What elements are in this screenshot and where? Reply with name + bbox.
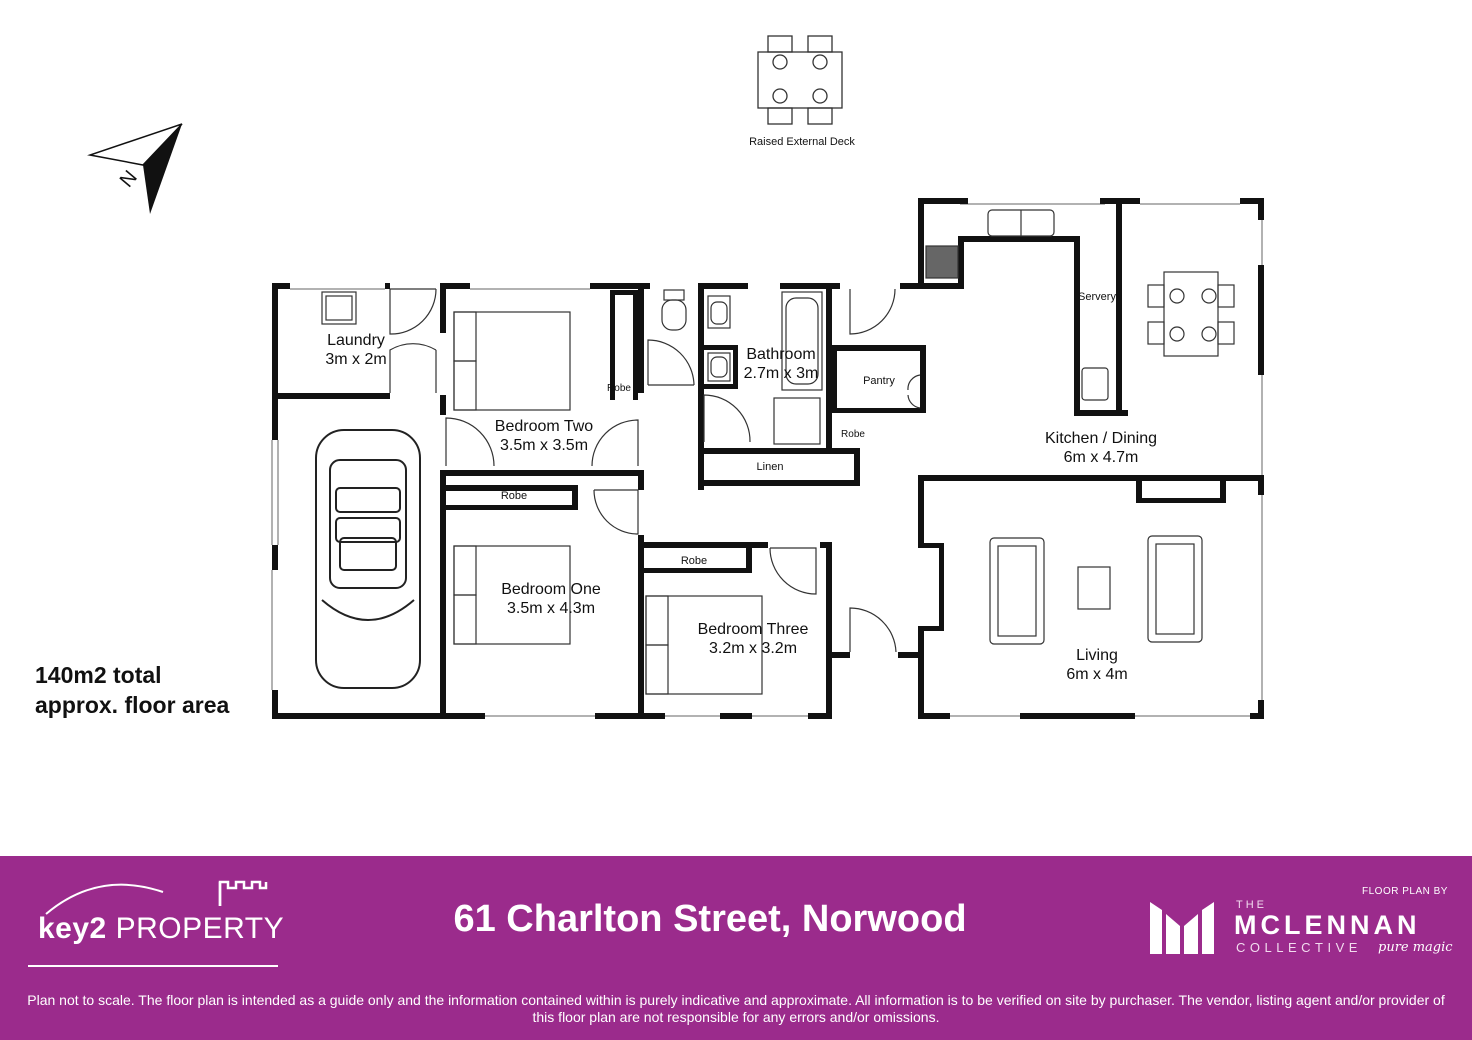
windows: [271, 203, 1263, 717]
robe-label-bedroom-two: Robe: [607, 383, 631, 394]
linen-label: Linen: [757, 461, 784, 473]
room-bedroom-two-name: Bedroom Two: [495, 418, 594, 435]
servery-label: Servery: [1078, 291, 1116, 303]
room-living-name: Living: [1076, 647, 1118, 664]
room-bedroom-one-size: 3.5m x 4.3m: [507, 600, 595, 617]
pantry-label: Pantry: [863, 375, 895, 387]
room-bedroom-one-name: Bedroom One: [501, 581, 601, 598]
key2-logo-icon: [45, 880, 268, 915]
robe-label-bedroom-one: Robe: [501, 490, 527, 502]
mclennan-collective: COLLECTIVE: [1236, 940, 1362, 955]
mclennan-name: MCLENNAN: [1234, 910, 1421, 940]
key2-logo-rule: [28, 965, 278, 967]
floor-area-line1: 140m2 total: [35, 662, 162, 688]
disclaimer-text: Plan not to scale. The floor plan is int…: [27, 992, 1445, 1025]
room-bedroom-three-size: 3.2m x 3.2m: [709, 640, 797, 657]
footer-band: [0, 856, 1472, 1040]
mclennan-tagline: pure magic: [1378, 940, 1453, 955]
north-arrow-icon: N: [87, 123, 183, 214]
doors: [389, 288, 921, 653]
property-address: 61 Charlton Street, Norwood: [453, 898, 967, 940]
room-kitchen-dining-name: Kitchen / Dining: [1045, 430, 1157, 447]
north-label: N: [116, 166, 142, 191]
floor-plan-by-label: FLOOR PLAN BY: [1362, 886, 1448, 897]
room-laundry-name: Laundry: [327, 332, 385, 349]
room-bathroom-name: Bathroom: [746, 346, 815, 363]
mclennan-logo-icon: [1150, 902, 1214, 954]
robe-label-hall: Robe: [841, 429, 865, 440]
room-living-size: 6m x 4m: [1066, 666, 1127, 683]
car-icon: [315, 429, 421, 689]
floor-area-note: 140m2 total approx. floor area: [35, 660, 229, 720]
room-bedroom-three-name: Bedroom Three: [698, 621, 809, 638]
walls: [272, 198, 1264, 719]
room-kitchen-dining-size: 6m x 4.7m: [1064, 449, 1139, 466]
fixtures: [321, 209, 1235, 695]
robe-label-bedroom-three: Robe: [681, 555, 707, 567]
key2-logo-text: key2 PROPERTY: [38, 912, 285, 945]
floor-plan: N Raised External Deck: [87, 35, 1264, 719]
deck-table-icon: [757, 35, 843, 125]
room-bathroom-size: 2.7m x 3m: [744, 365, 819, 382]
floor-area-line2: approx. floor area: [35, 692, 230, 718]
mclennan-the: THE: [1236, 899, 1267, 911]
room-laundry-size: 3m x 2m: [325, 351, 386, 368]
deck-label: Raised External Deck: [749, 136, 855, 148]
room-bedroom-two-size: 3.5m x 3.5m: [500, 437, 588, 454]
